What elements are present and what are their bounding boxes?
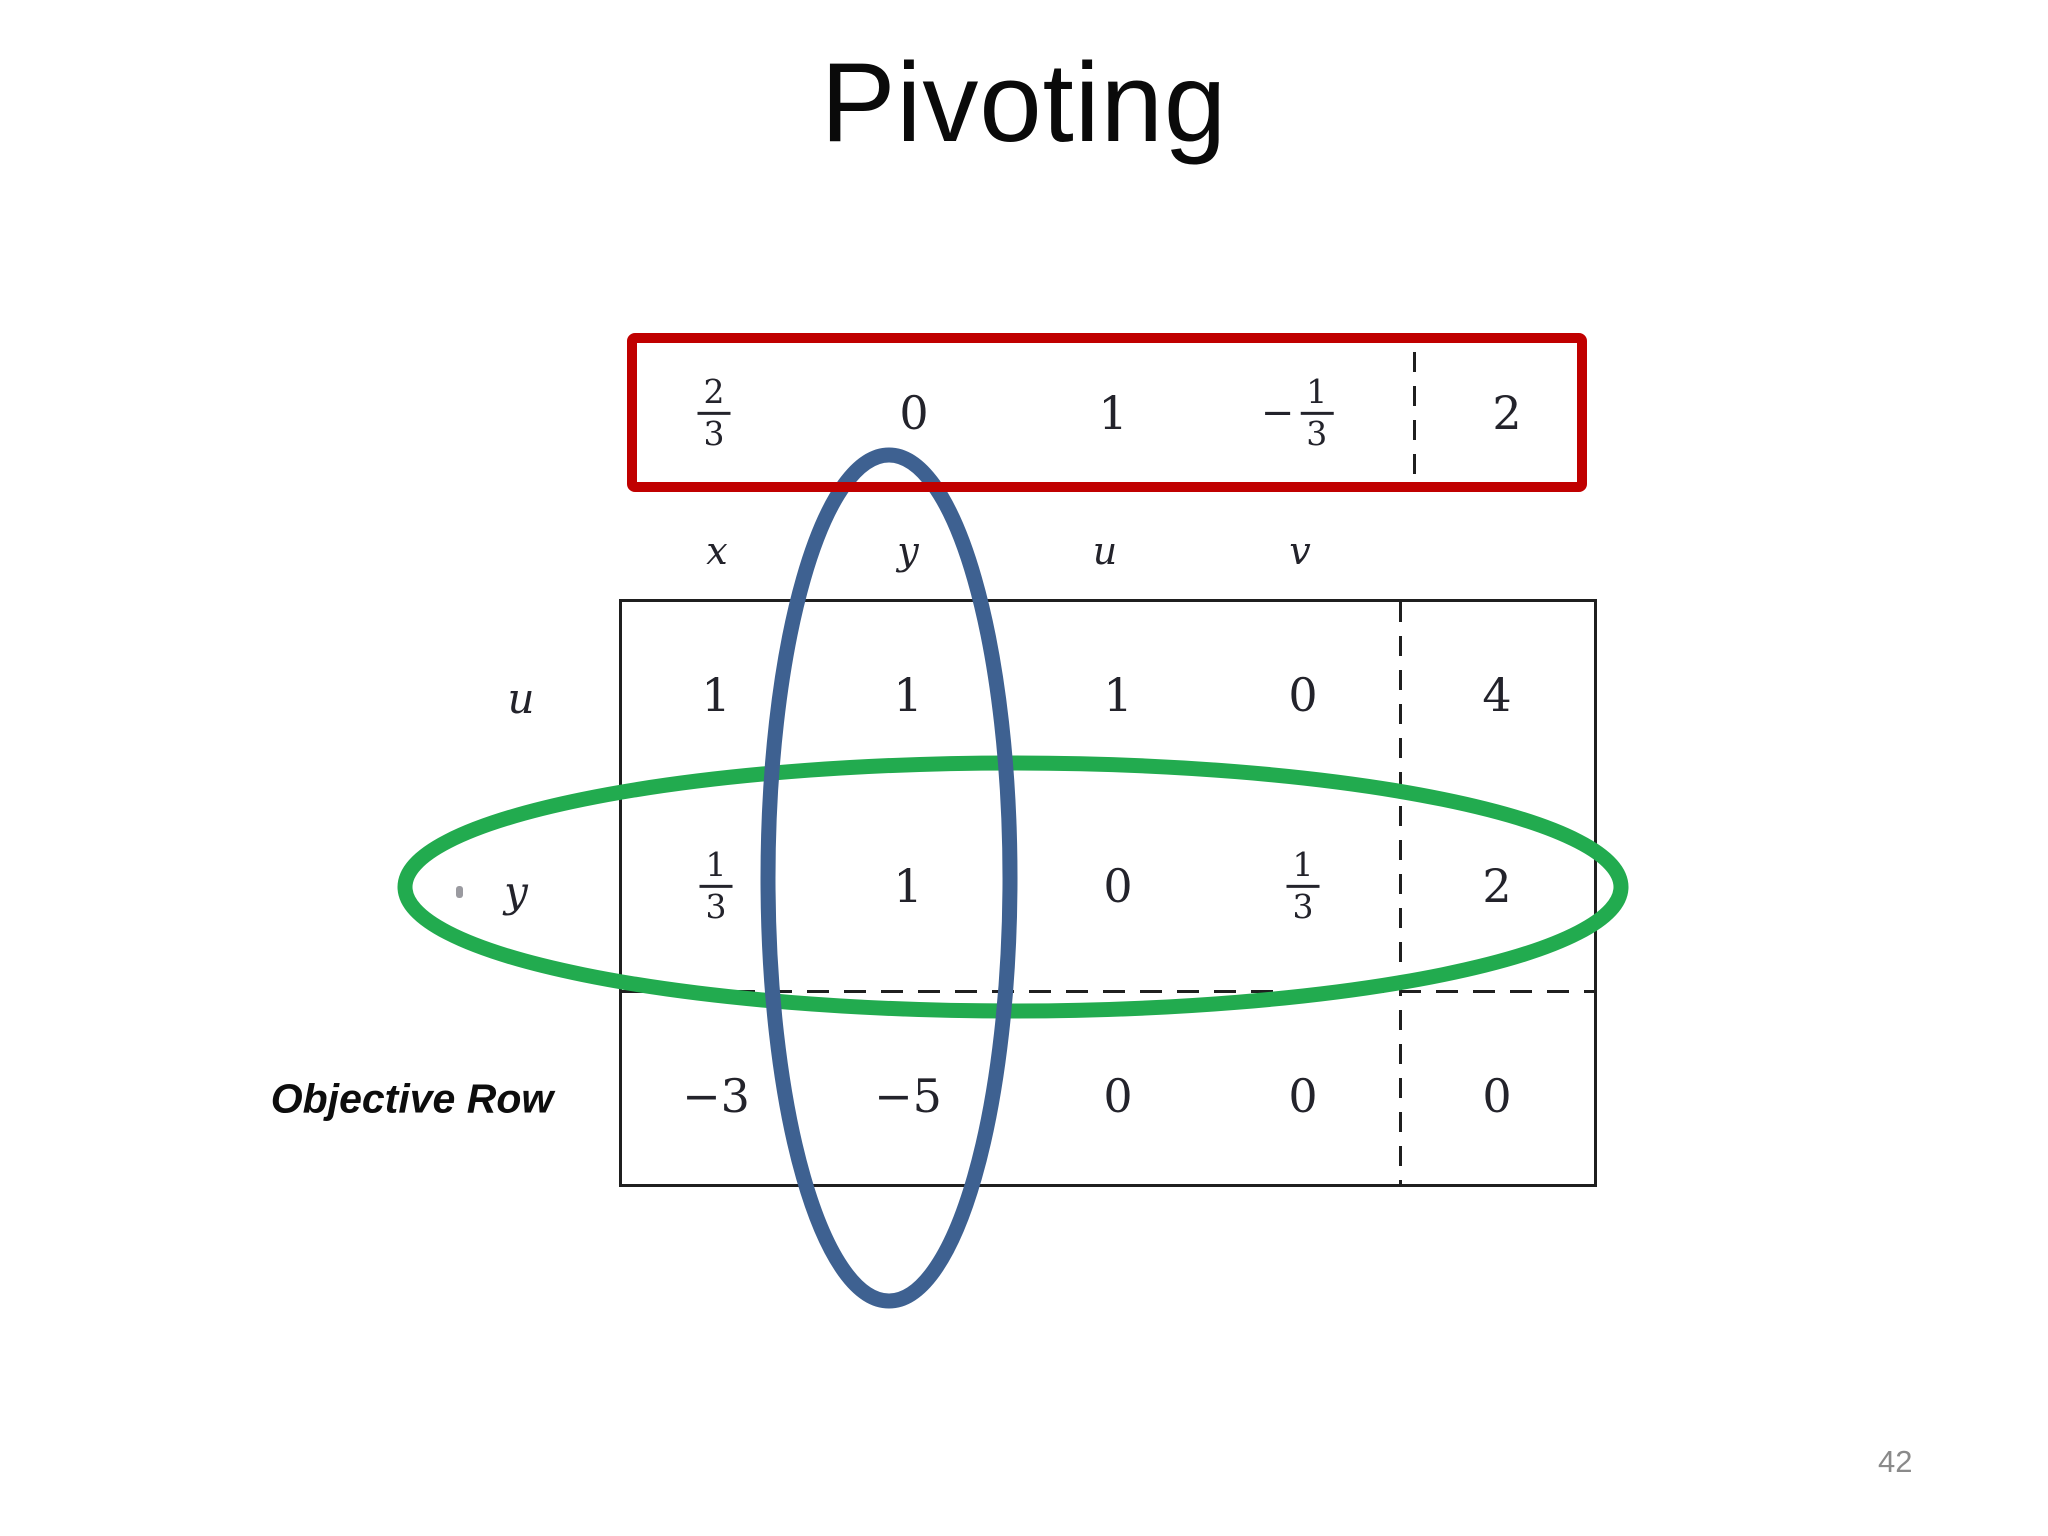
- pivot-result-cell-4: 2: [1492, 386, 1522, 440]
- row1-cell-4: 2: [1482, 859, 1512, 913]
- page-number: 42: [1878, 1444, 1913, 1479]
- row-label-y: y: [504, 867, 528, 916]
- row0-cell-2: 1: [1103, 668, 1133, 722]
- row0-cell-3: 0: [1288, 668, 1318, 722]
- row0-cell-0: 1: [701, 668, 731, 722]
- row1-cell-2: 0: [1103, 859, 1133, 913]
- row1-cell-1: 1: [893, 859, 923, 913]
- row-label-u: u: [507, 674, 535, 723]
- stray-scan-mark: [456, 886, 463, 898]
- pivot-result-rhs-divider-dashed-line: [1413, 352, 1416, 482]
- column-header-v: v: [1289, 529, 1311, 573]
- objective-row-label: Objective Row: [270, 1075, 554, 1122]
- pivot-result-cell-1: 0: [899, 386, 929, 440]
- row0-cell-1: 1: [893, 668, 923, 722]
- row2-cell-0: −3: [682, 1069, 750, 1123]
- row0-cell-4: 4: [1482, 668, 1512, 722]
- row2-cell-2: 0: [1103, 1069, 1133, 1123]
- column-header-x: x: [706, 529, 728, 573]
- pivot-result-cell-2: 1: [1098, 386, 1128, 440]
- column-header-u: u: [1092, 529, 1118, 573]
- slide-title: Pivoting: [820, 40, 1228, 165]
- pivot-result-row-box: [627, 333, 1587, 492]
- row2-cell-3: 0: [1288, 1069, 1318, 1123]
- row2-cell-1: −5: [874, 1069, 942, 1123]
- column-header-y: y: [897, 529, 919, 573]
- row2-cell-4: 0: [1482, 1069, 1512, 1123]
